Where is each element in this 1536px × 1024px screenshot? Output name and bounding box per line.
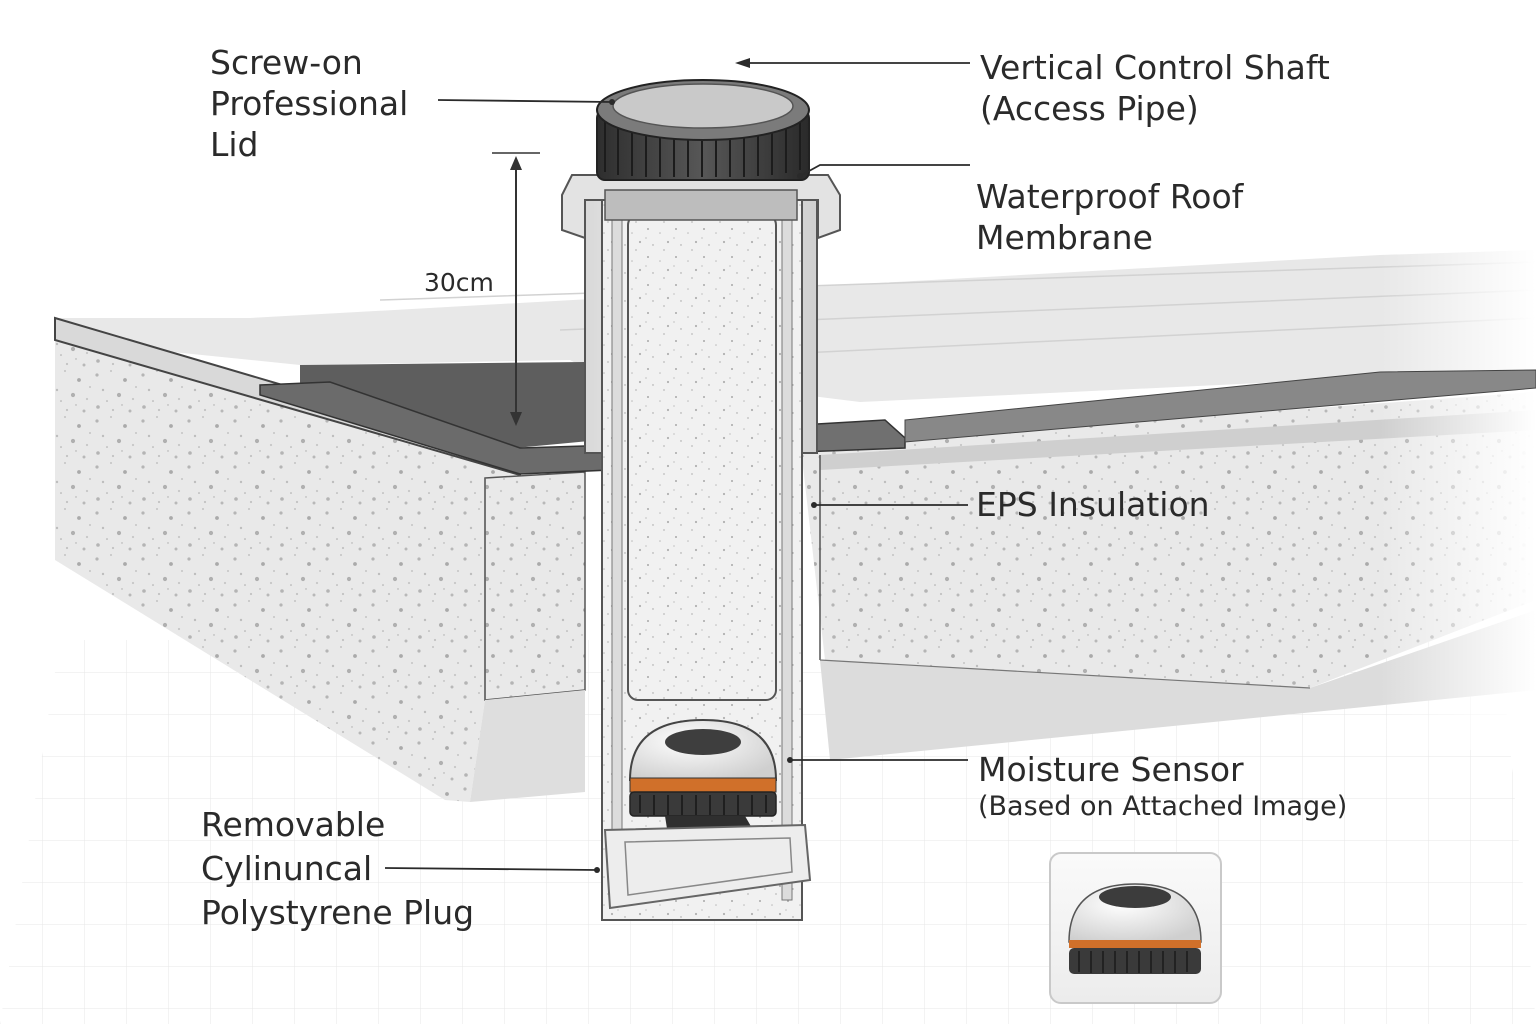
leader-membrane — [799, 164, 970, 177]
label-line: EPS Insulation — [976, 485, 1210, 524]
right-eps-block — [800, 250, 1536, 760]
label-line: Membrane — [976, 218, 1153, 257]
label-line: Removable — [201, 805, 386, 844]
label-line-sub: (Based on Attached Image) — [978, 791, 1348, 822]
leader-lines — [384, 62, 970, 871]
label-line: Professional — [210, 84, 409, 123]
sensor-reference-thumbnail — [1049, 852, 1222, 1004]
label-waterproof-membrane: Waterproof Roof Membrane — [976, 176, 1243, 258]
label-line: Cylinuncal — [201, 849, 373, 888]
label-vertical-control-shaft: Vertical Control Shaft (Access Pipe) — [980, 47, 1330, 129]
label-line: Waterproof Roof — [976, 177, 1244, 216]
waterproof-membrane — [259, 369, 1536, 475]
label-line: Lid — [210, 125, 259, 164]
dimension-label: 30cm — [424, 268, 494, 297]
leader-plug — [384, 867, 598, 871]
label-polystyrene-plug: Removable Cylinuncal Polystyrene Plug — [201, 803, 474, 935]
label-line: Moisture Sensor — [978, 750, 1244, 789]
screw-on-lid — [596, 79, 810, 181]
sensor-thumbnail-image — [1068, 883, 1202, 974]
polystyrene-plug — [603, 823, 812, 910]
label-line: Screw-on — [210, 43, 363, 82]
label-screw-on-lid: Screw-on Professional Lid — [210, 42, 408, 165]
label-line: Polystyrene Plug — [201, 893, 475, 932]
label-line: (Access Pipe) — [980, 89, 1199, 128]
height-dimension-arrow — [492, 152, 540, 426]
label-eps-insulation: EPS Insulation — [976, 484, 1210, 525]
leader-lid — [437, 99, 613, 103]
label-moisture-sensor: Moisture Sensor (Based on Attached Image… — [978, 749, 1347, 824]
label-line: Vertical Control Shaft — [980, 48, 1330, 87]
